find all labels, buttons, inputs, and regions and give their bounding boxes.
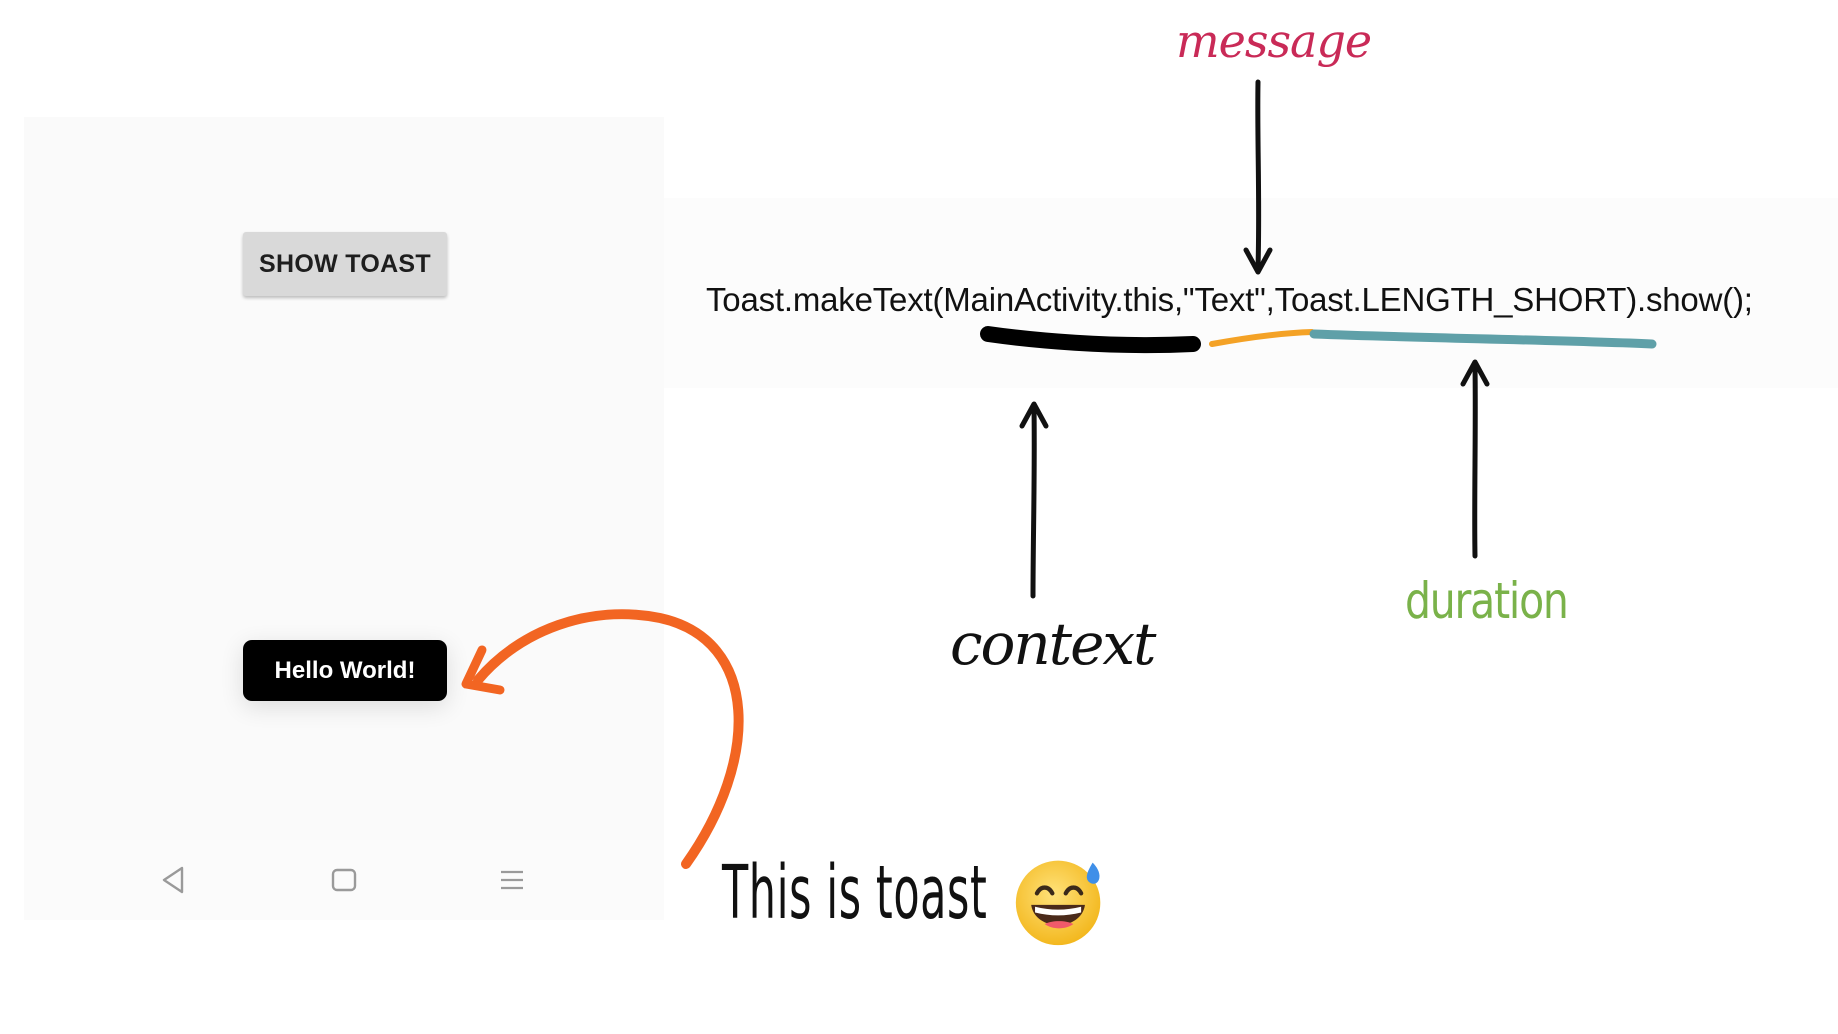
show-toast-button[interactable]: SHOW TOAST <box>243 232 447 296</box>
duration-label: duration <box>1405 572 1569 630</box>
caption-label: This is toast <box>722 850 988 936</box>
code-strip <box>664 198 1838 388</box>
toast-popup: Hello World! <box>243 640 447 701</box>
code-line: Toast.makeText(MainActivity.this,"Text",… <box>706 281 1753 318</box>
duration-arrow <box>1472 363 1478 559</box>
phone-screen <box>24 117 664 840</box>
context-arrow <box>1030 405 1037 599</box>
menu-icon[interactable] <box>492 860 532 900</box>
context-label: context <box>950 610 1156 678</box>
back-icon[interactable] <box>154 860 194 900</box>
message-label: message <box>1176 14 1372 68</box>
home-icon[interactable] <box>324 860 364 900</box>
grinning-face-with-sweat-icon <box>1015 860 1101 946</box>
